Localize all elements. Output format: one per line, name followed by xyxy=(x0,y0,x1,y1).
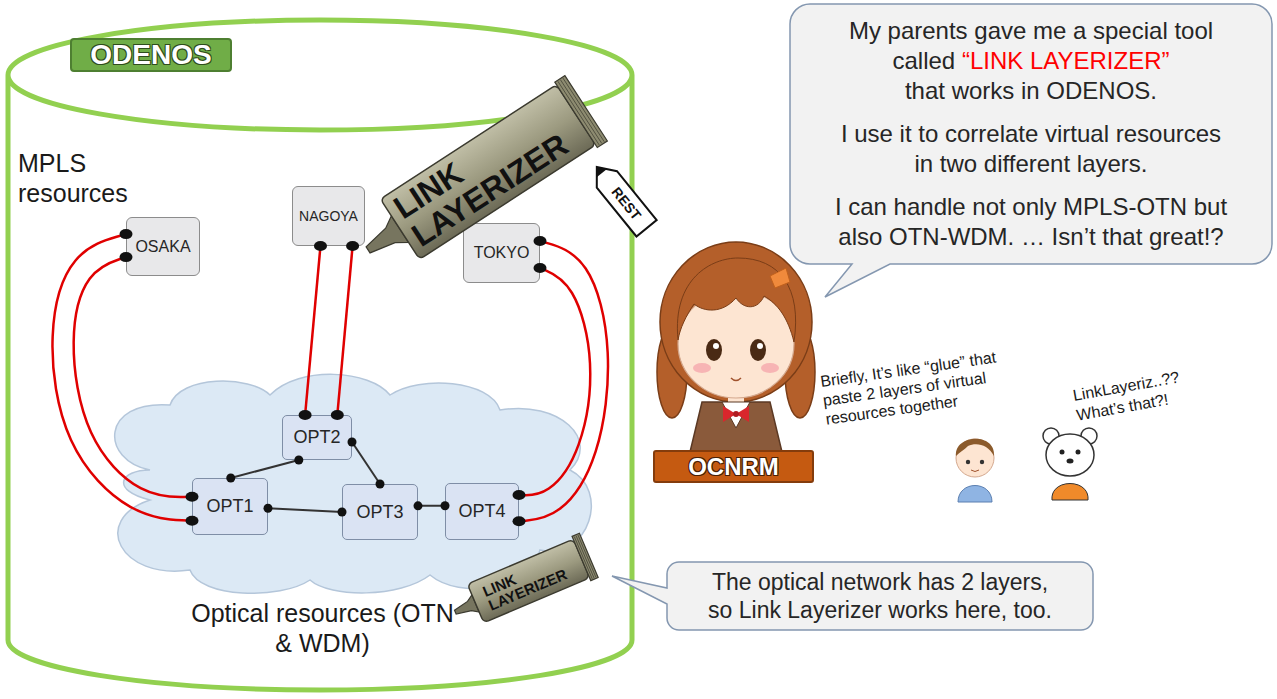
port-dot xyxy=(513,516,526,526)
port-dots xyxy=(348,438,385,489)
text-paragraph: The optical network has 2 layers, so Lin… xyxy=(703,568,1058,624)
badge-text: OCNRM xyxy=(688,453,779,481)
tube-body xyxy=(380,85,595,260)
port-dots xyxy=(513,236,547,526)
node-name: TOKYO xyxy=(474,244,530,262)
arrow-body xyxy=(587,159,657,237)
speech-bubble: My parents gave me a special tool called… xyxy=(790,4,1272,264)
name-badge: OCNRM xyxy=(653,450,814,483)
glue-tube-small: LINK LAYERIZER xyxy=(467,539,589,623)
node-name: OPT3 xyxy=(356,502,403,523)
port-dot xyxy=(348,438,357,447)
port-dot xyxy=(534,263,547,273)
tube-ridge xyxy=(576,536,594,578)
layer-label: MPLS resources xyxy=(18,148,158,208)
port-dot xyxy=(346,241,359,251)
link-line xyxy=(418,505,445,507)
mpls-node-box: NAGOYA xyxy=(292,186,365,246)
tube-ridge xyxy=(574,537,592,579)
node-name: OSAKA xyxy=(135,238,190,256)
port-dots xyxy=(513,263,547,500)
speech-note: Briefly, It’s like “glue” that paste 2 l… xyxy=(819,342,1040,428)
text-paragraph: I use it to correlate virtual resources … xyxy=(835,119,1227,179)
link-line xyxy=(352,442,380,484)
port-dot xyxy=(120,252,133,262)
port-dots xyxy=(299,241,327,420)
port-dot xyxy=(338,508,347,517)
port-dot xyxy=(513,490,526,500)
speech-text: I can handle not only MPLS-OTN but also … xyxy=(824,192,1239,252)
link-line xyxy=(337,246,352,415)
bubble-path xyxy=(790,4,1272,297)
speech-text: that works in ODENOS. xyxy=(831,76,1231,106)
port-dot xyxy=(331,410,344,420)
port-dot xyxy=(294,456,303,465)
port-dot xyxy=(299,410,312,420)
link-line xyxy=(519,268,590,495)
mpls-node-box: OSAKA xyxy=(126,217,200,276)
tube-ridge xyxy=(577,535,595,577)
port-dot xyxy=(186,492,199,502)
bubble-path xyxy=(612,562,1093,630)
link-line xyxy=(305,246,320,415)
port-dot xyxy=(120,229,133,239)
port-dot xyxy=(534,236,547,246)
boy-figure xyxy=(956,439,994,502)
port-dot xyxy=(314,241,327,251)
link-line xyxy=(74,257,192,497)
text-paragraph: My parents gave me a special tool called… xyxy=(831,16,1231,106)
port-dots xyxy=(226,456,303,483)
optical-node-box: OPT4 xyxy=(445,483,519,540)
optical-node-box: OPT1 xyxy=(192,478,268,535)
tube-crimp xyxy=(572,533,598,580)
link-line xyxy=(519,241,608,521)
port-dot xyxy=(441,501,450,510)
port-dot xyxy=(226,474,235,483)
port-dots xyxy=(331,241,359,420)
link-line xyxy=(268,508,342,512)
text-paragraph: I can handle not only MPLS-OTN but also … xyxy=(824,192,1239,252)
speech-note: LinkLayeriz..?? What’s that?! xyxy=(1071,364,1201,425)
node-name: NAGOYA xyxy=(299,208,358,224)
port-dot xyxy=(264,504,273,513)
speech-bubble: The optical network has 2 layers, so Lin… xyxy=(667,562,1093,630)
node-name: OPT1 xyxy=(206,496,253,517)
port-dots xyxy=(120,252,199,502)
speech-text: “LINK LAYERIZER” xyxy=(962,47,1170,74)
tube-body xyxy=(467,539,589,623)
bear-figure xyxy=(1043,428,1097,500)
port-dot xyxy=(376,480,385,489)
link-line xyxy=(231,460,299,478)
node-name: OPT2 xyxy=(293,427,340,448)
speech-text: The optical network has 2 layers, so Lin… xyxy=(708,569,1052,623)
layer-label: Optical resources (OTN & WDM) xyxy=(190,598,455,658)
node-name: OPT4 xyxy=(458,501,505,522)
arrow-tip xyxy=(591,163,607,178)
optical-node-box: OPT3 xyxy=(342,484,418,540)
port-dot xyxy=(414,501,423,510)
platform-badge: ODENOS xyxy=(70,38,232,72)
speech-text: I use it to correlate virtual resources … xyxy=(835,119,1227,179)
optical-node-box: OPT2 xyxy=(282,415,352,460)
mpls-node-box: TOKYO xyxy=(463,223,540,283)
port-dot xyxy=(186,516,199,526)
port-dots xyxy=(264,504,347,517)
girl-figure xyxy=(657,242,815,452)
optical-cloud xyxy=(115,374,592,593)
link-line xyxy=(52,234,192,521)
cylinder-line xyxy=(8,20,632,690)
rest-arrow: REST xyxy=(586,158,658,238)
port-dots xyxy=(414,501,450,510)
port-dots xyxy=(120,229,199,526)
